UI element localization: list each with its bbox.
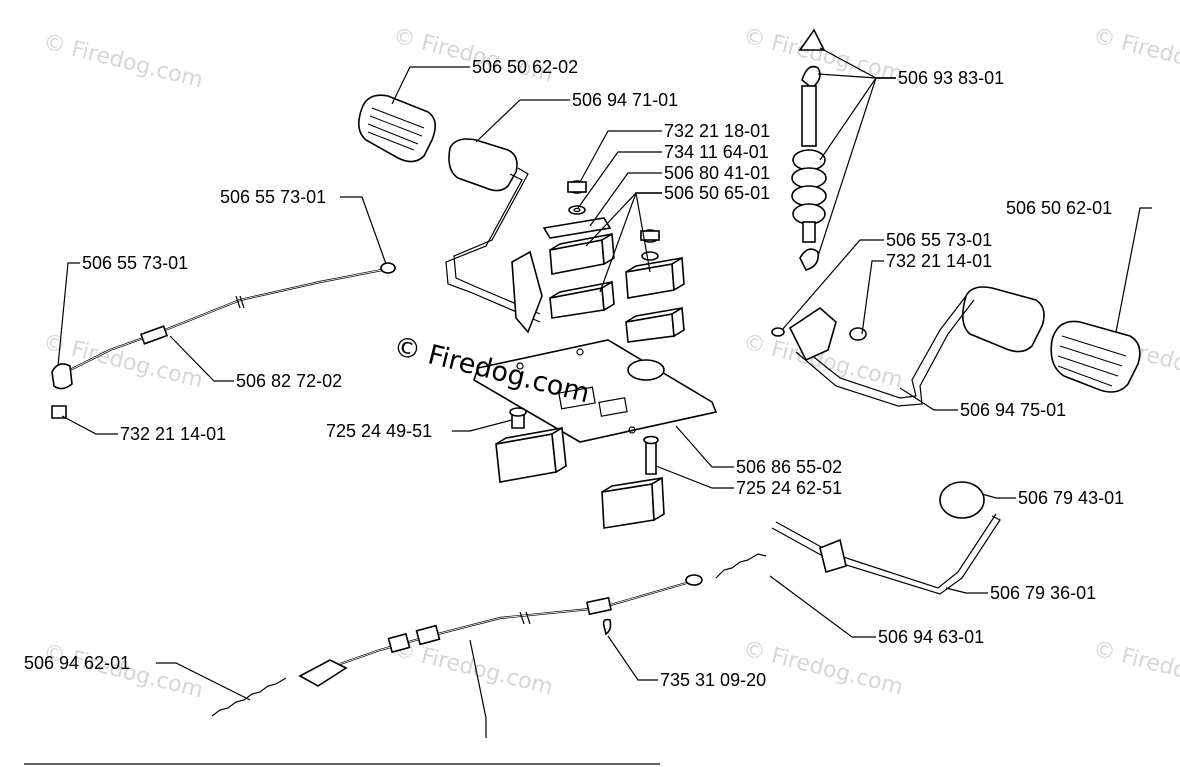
callout-label: 506 82 72-02: [236, 371, 342, 391]
center-hardware: [542, 180, 685, 343]
throttle-cable: [51, 262, 396, 419]
base-plate: [473, 339, 718, 443]
callout-label: 725 24 49-51: [326, 421, 432, 441]
callout-label: 732 21 18-01: [664, 121, 770, 141]
callout-label: 506 94 71-01: [572, 90, 678, 110]
callout-label: 506 50 62-02: [472, 57, 578, 77]
callout-label: 506 79 43-01: [1018, 488, 1124, 508]
callout-label: 506 93 83-01: [898, 68, 1004, 88]
callout-label: 506 55 73-01: [82, 253, 188, 273]
spring-assembly: [791, 28, 827, 271]
callout-label: 734 11 64-01: [664, 142, 769, 162]
callout-label: 506 94 63-01: [878, 627, 984, 647]
callout-label: 732 21 14-01: [886, 251, 992, 271]
callout-label: 506 94 75-01: [960, 400, 1066, 420]
callout-label: 506 79 36-01: [990, 583, 1096, 603]
left-pedal-arm: [445, 138, 541, 323]
callout-label: 506 50 62-01: [1006, 198, 1112, 218]
callout-label: 506 55 73-01: [220, 187, 326, 207]
lower-hardware: [495, 407, 665, 529]
callout-label: 506 94 62-01: [24, 653, 130, 673]
watermark-text: © Firedog.com: [1091, 24, 1180, 88]
pedal-bracket: [511, 250, 543, 334]
callout-label: 732 21 14-01: [120, 424, 226, 444]
left-pedal-pad: [358, 94, 436, 163]
watermark-text: © Firedog.com: [41, 30, 206, 94]
knob-and-rod: [602, 481, 1001, 636]
brake-cable: [211, 553, 767, 717]
callout-label: 506 50 65-01: [664, 183, 770, 203]
leader-lines: [57, 47, 1152, 738]
callout-label: 506 80 41-01: [664, 163, 770, 183]
callout-label: 725 24 62-51: [736, 478, 842, 498]
callout-label: 506 86 55-02: [736, 457, 842, 477]
watermark-text: © Firedog.com: [1091, 637, 1180, 701]
right-pedal-pad: [1050, 320, 1141, 393]
callout-label: 506 55 73-01: [886, 230, 992, 250]
watermark-text: © Firedog.com: [391, 637, 556, 701]
callout-labels: 506 50 62-02 506 94 71-01 732 21 18-01 7…: [24, 57, 1124, 690]
callout-label: 735 31 09-20: [660, 670, 766, 690]
watermark-text: © Firedog.com: [391, 24, 556, 88]
right-pedal-arm: [771, 286, 1045, 407]
